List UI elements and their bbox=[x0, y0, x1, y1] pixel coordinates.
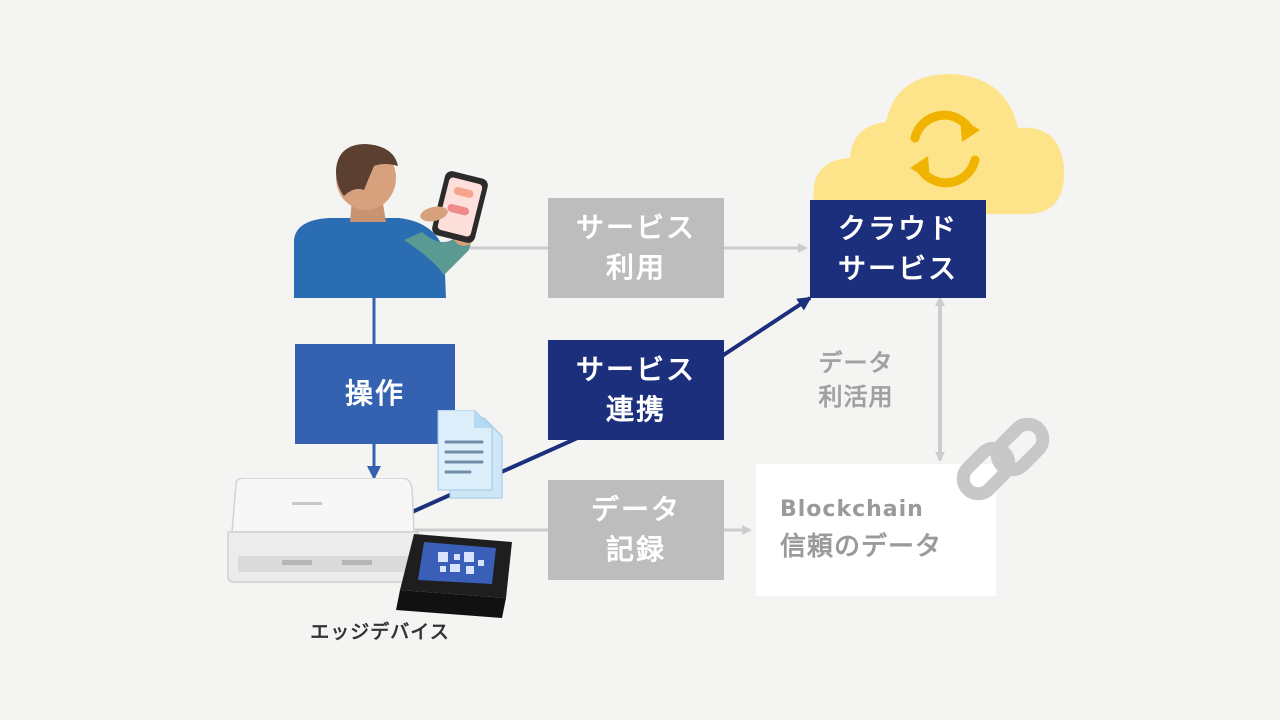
edge-device-label: エッジデバイス bbox=[310, 621, 450, 643]
data-record-line2: 記録 bbox=[605, 533, 666, 566]
service-link-line2: 連携 bbox=[605, 393, 666, 426]
data-record-box: データ 記録 bbox=[548, 480, 724, 580]
service-link-box: サービス 連携 bbox=[548, 340, 724, 440]
data-use-line1: データ bbox=[818, 349, 894, 377]
blockchain-box: Blockchain 信頼のデータ bbox=[756, 464, 996, 596]
cloud-sync-icon bbox=[813, 74, 1065, 214]
service-link-line1: サービス bbox=[575, 353, 696, 386]
data-use-label: データ 利活用 bbox=[808, 346, 904, 414]
cloud-service-line2: サービス bbox=[837, 252, 958, 285]
cloud-service-box: クラウド サービス bbox=[810, 200, 986, 298]
scanner-icon bbox=[227, 478, 419, 583]
operation-box: 操作 bbox=[295, 344, 455, 444]
service-use-line1: サービス bbox=[575, 211, 696, 244]
service-use-line2: 利用 bbox=[605, 251, 666, 284]
data-use-line2: 利活用 bbox=[818, 383, 894, 411]
service-use-box: サービス 利用 bbox=[548, 198, 724, 298]
cloud-service-line1: クラウド bbox=[837, 212, 958, 245]
chain-link-icon bbox=[956, 418, 1050, 501]
data-record-line1: データ bbox=[590, 493, 681, 526]
qr-reader-icon bbox=[396, 534, 512, 618]
blockchain-title: Blockchain bbox=[780, 497, 924, 522]
blockchain-subtitle: 信頼のデータ bbox=[780, 532, 943, 562]
document-icon bbox=[437, 410, 503, 499]
person-with-phone-icon bbox=[294, 144, 488, 298]
operation-label: 操作 bbox=[344, 377, 405, 410]
